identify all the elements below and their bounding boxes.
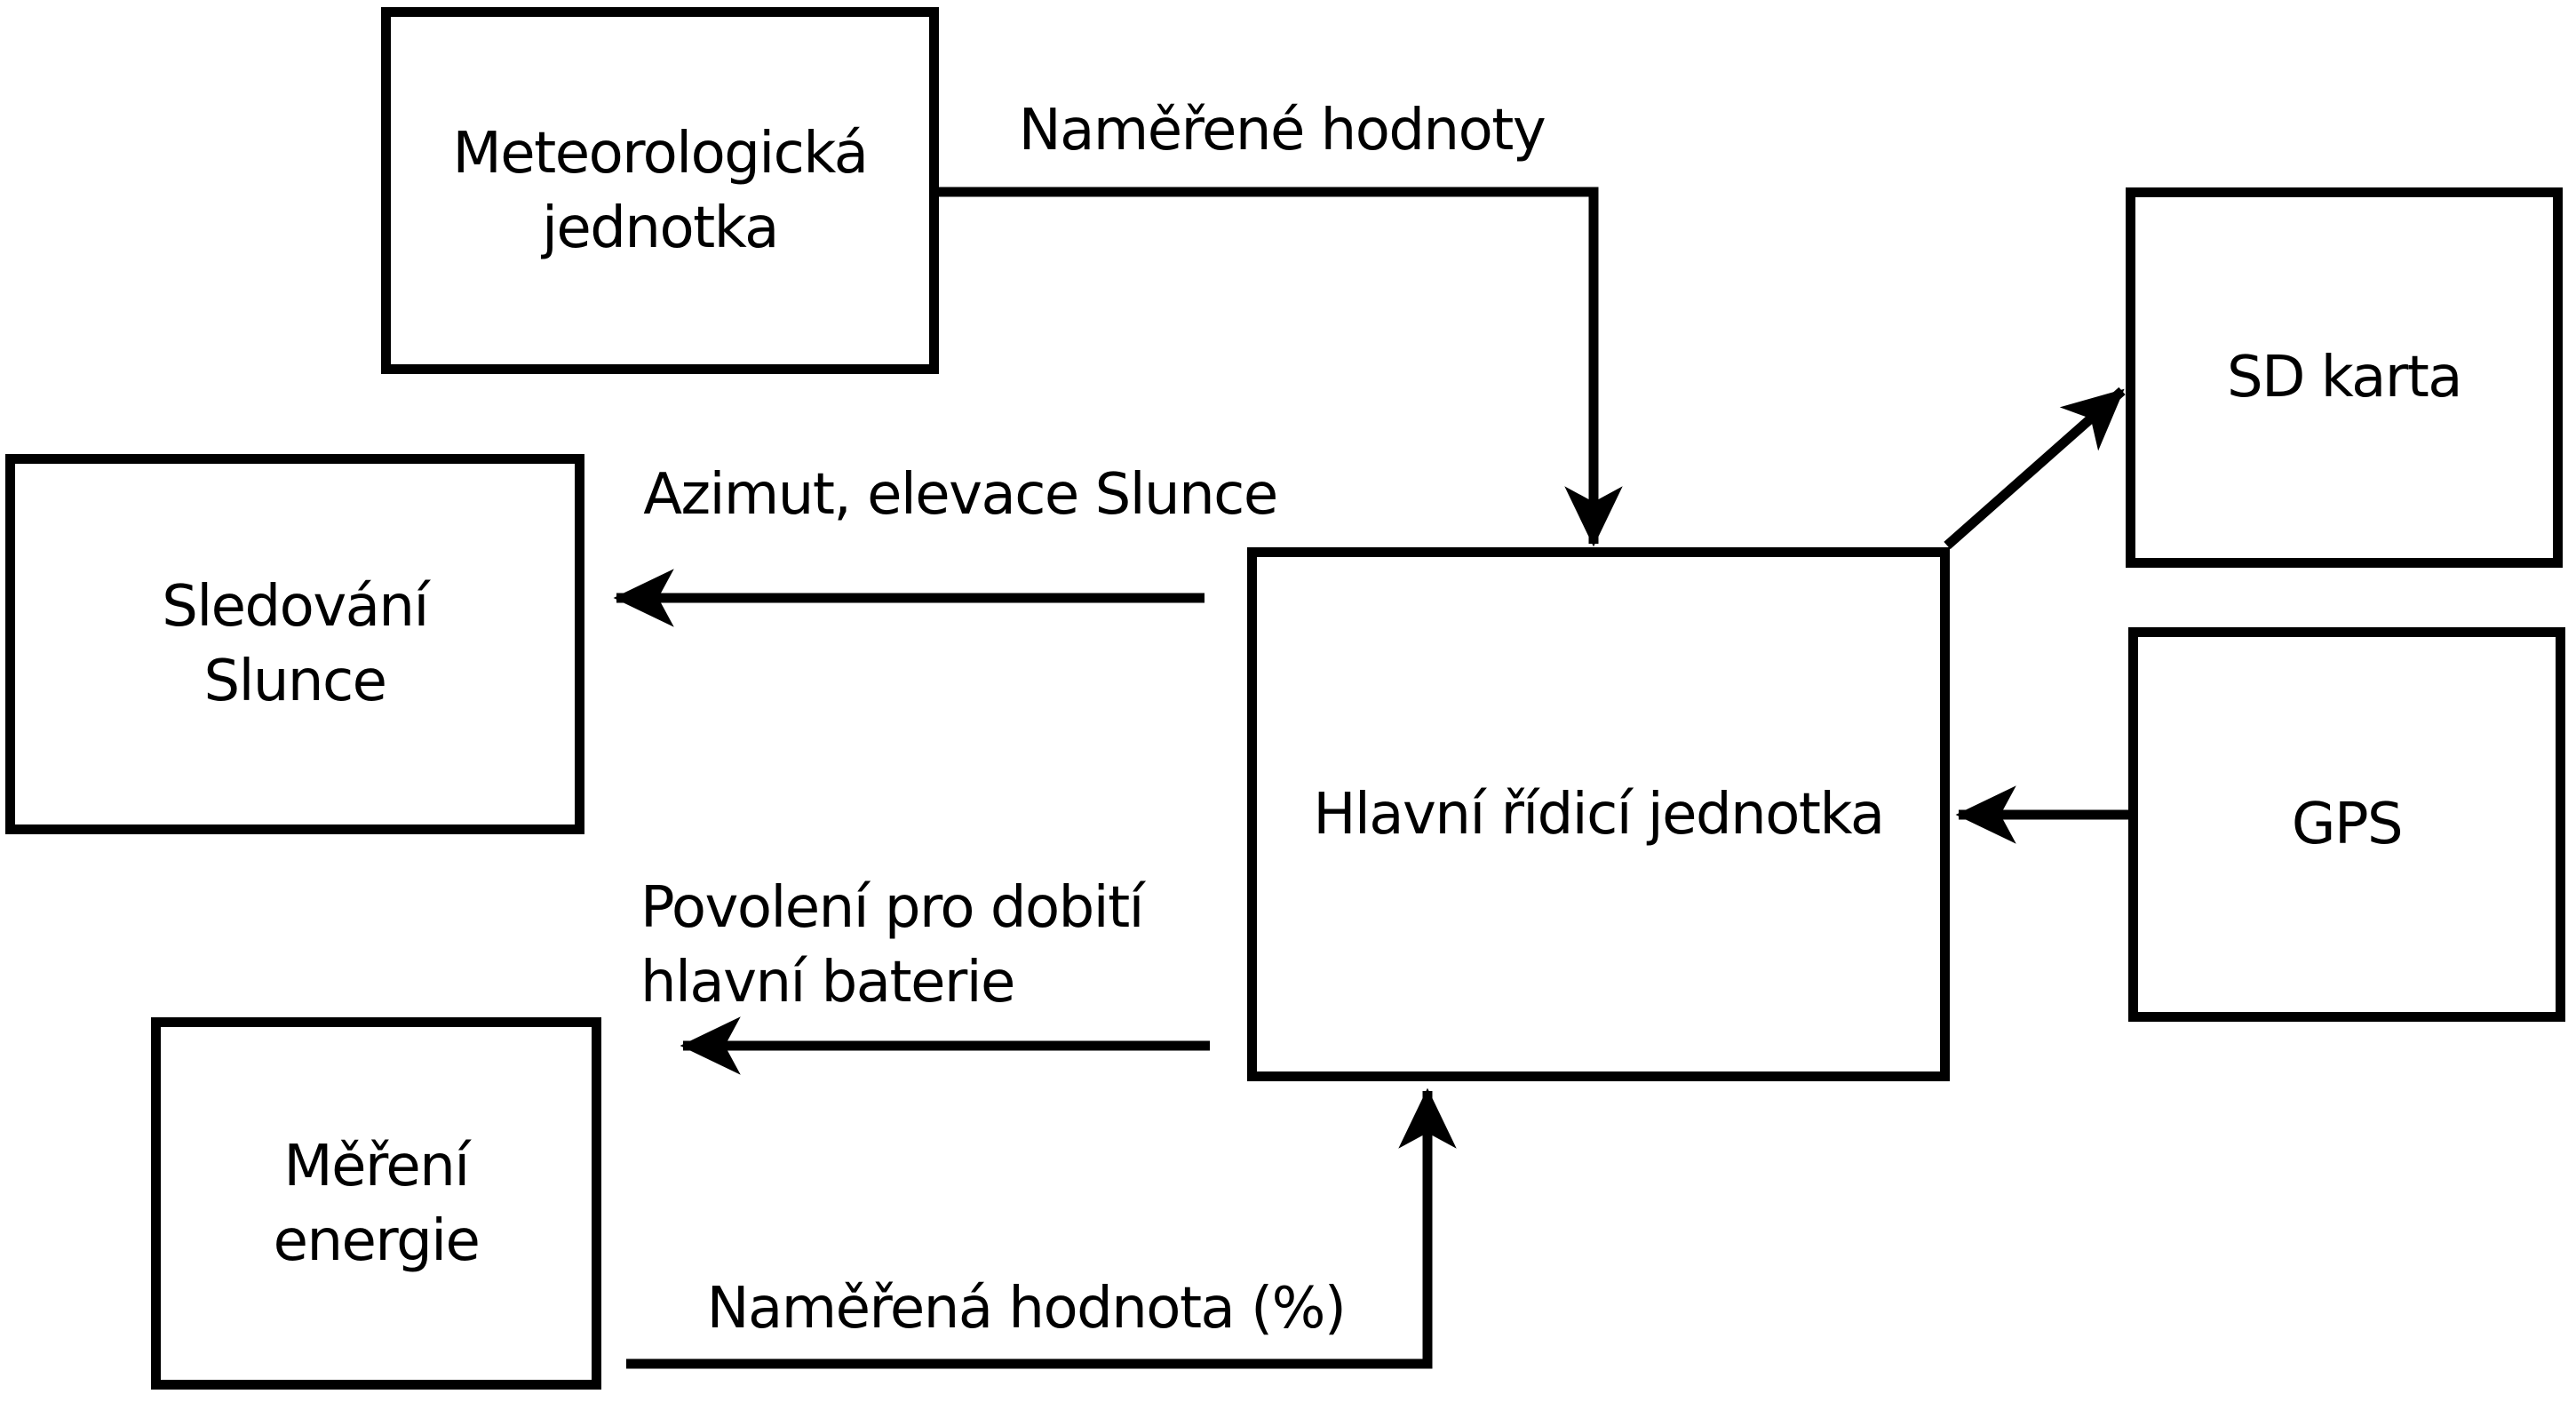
edge-label-azimuth-elevation: Azimut, elevace Slunce bbox=[643, 462, 1278, 528]
node-label-energy-measurement: Měření energie bbox=[273, 1133, 481, 1274]
node-gps: GPS bbox=[2128, 627, 2565, 1022]
node-meteorological-unit: Meteorologická jednotka bbox=[381, 7, 939, 374]
node-label-meteorological-unit: Meteorologická jednotka bbox=[452, 120, 869, 261]
node-sun-tracking: Sledování Slunce bbox=[5, 454, 584, 834]
node-main-control-unit: Hlavní řídicí jednotka bbox=[1247, 547, 1950, 1081]
edge-label-measured-percent: Naměřená hodnota (%) bbox=[706, 1276, 1347, 1342]
node-label-sun-tracking: Sledování Slunce bbox=[162, 574, 429, 714]
arrow-main-to-sd-card bbox=[1944, 386, 2126, 550]
node-energy-measurement: Měření energie bbox=[151, 1017, 601, 1390]
node-label-gps: GPS bbox=[2291, 792, 2404, 857]
edge-label-charge-permission: Povolení pro dobití hlavní baterie bbox=[640, 875, 1144, 1016]
edge-label-measured-values: Naměřené hodnoty bbox=[1018, 98, 1546, 163]
arrow-meteo-to-main bbox=[939, 187, 1623, 547]
node-sd-card: SD karta bbox=[2126, 187, 2563, 568]
node-label-main-control-unit: Hlavní řídicí jednotka bbox=[1313, 781, 1885, 848]
node-label-sd-card: SD karta bbox=[2226, 345, 2463, 410]
arrow-energy-to-main bbox=[626, 1087, 1457, 1369]
